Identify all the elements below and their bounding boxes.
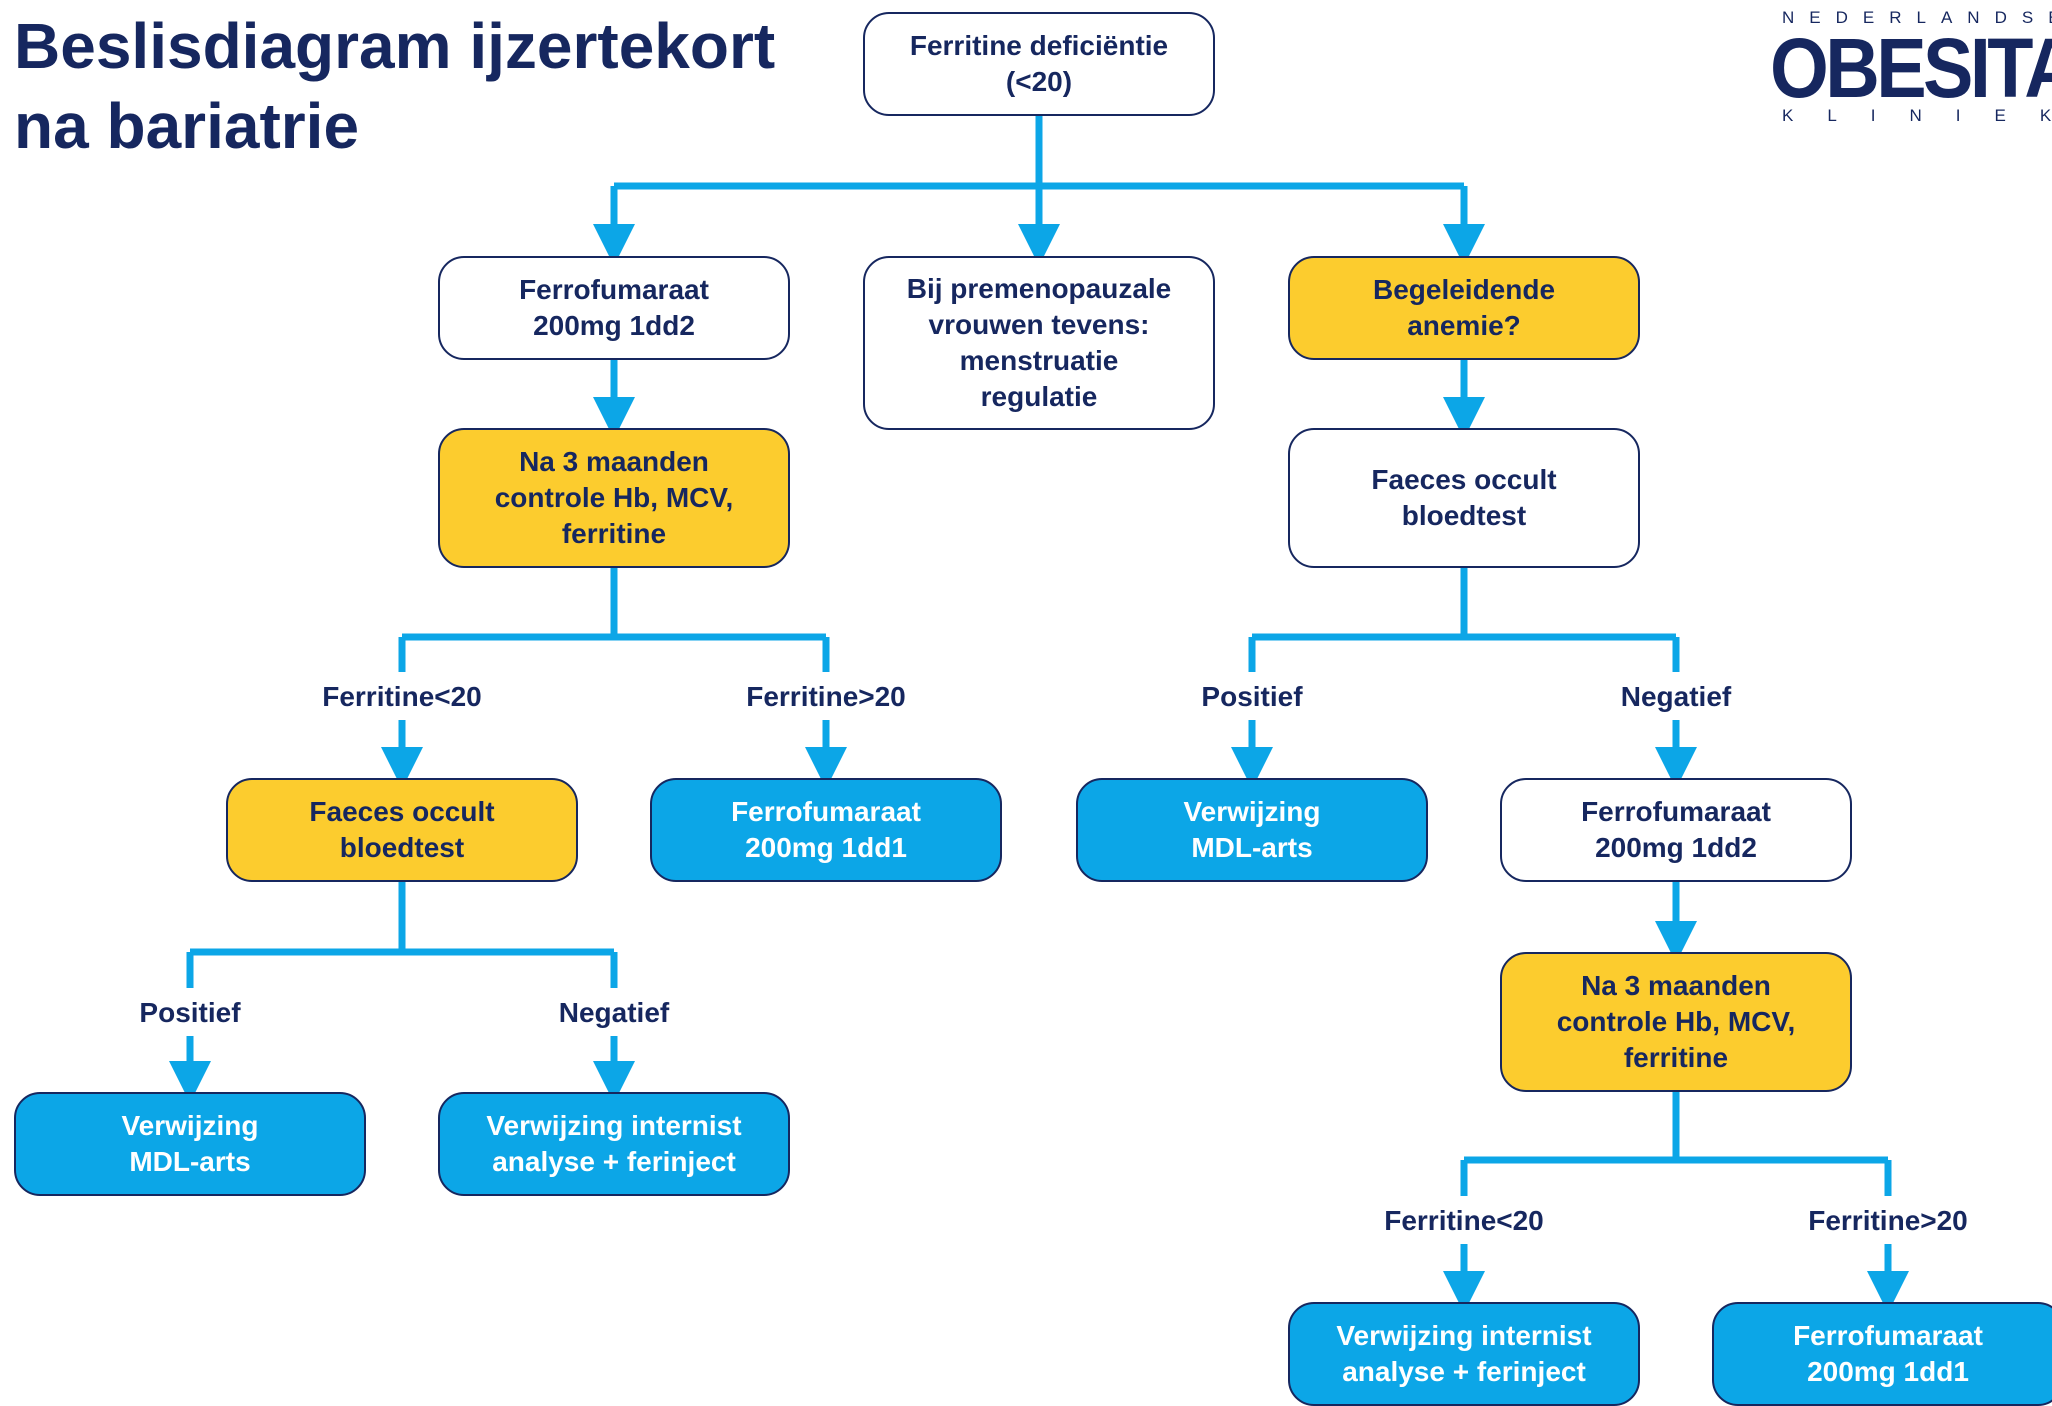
- logo-top-text: NEDERLANDSE: [1782, 8, 2052, 27]
- logo-main-text: OBESITAS: [1770, 21, 2052, 115]
- node-verwijzing-mdl-right: Verwijzing MDL-arts: [1076, 778, 1428, 882]
- connector-controle-right: [1460, 1090, 1892, 1196]
- label-negatief-right: Negatief: [1620, 681, 1732, 712]
- node-controle-left: Na 3 maanden controle Hb, MCV, ferritine: [438, 428, 790, 568]
- node-verwijzing-internist-right: Verwijzing internist analyse + ferinject: [1288, 1302, 1640, 1406]
- node-ferrofumaraat-1dd1-left: Ferrofumaraat 200mg 1dd1: [650, 778, 1002, 882]
- node-faeces-right: Faeces occult bloedtest: [1288, 428, 1640, 568]
- node-ferrofumaraat-1dd1-right: Ferrofumaraat 200mg 1dd1: [1712, 1302, 2052, 1406]
- node-ferrofumaraat-1dd2-start: Ferrofumaraat 200mg 1dd2: [438, 256, 790, 360]
- page-title: Beslisdiagram ijzertekort na bariatrie: [14, 10, 776, 162]
- node-verwijzing-mdl-left: Verwijzing MDL-arts: [14, 1092, 366, 1196]
- node-faeces-left: Faeces occult bloedtest: [226, 778, 578, 882]
- logo-bottom-text: KLINIEK: [1782, 106, 2051, 125]
- node-begeleidende-anemie: Begeleidende anemie?: [1288, 256, 1640, 360]
- node-controle-right: Na 3 maanden controle Hb, MCV, ferritine: [1500, 952, 1852, 1092]
- label-positief-left: Positief: [139, 997, 241, 1028]
- label-ferritine-gt20-right: Ferritine>20: [1808, 1205, 1968, 1236]
- obesitas-kliniek-logo: NEDERLANDSE OBESITAS KLINIEK: [1760, 8, 2052, 130]
- connector-faeces-right: [1248, 566, 1680, 672]
- node-premenopauzale: Bij premenopauzale vrouwen tevens: menst…: [863, 256, 1215, 430]
- label-ferritine-gt20-left: Ferritine>20: [746, 681, 906, 712]
- label-ferritine-lt20-right: Ferritine<20: [1384, 1205, 1544, 1236]
- node-ferritine-deficientie: Ferritine deficiëntie (<20): [863, 12, 1215, 116]
- connector-controle-left: [398, 566, 830, 672]
- connector-faeces-left: [186, 882, 618, 988]
- label-negatief-left: Negatief: [558, 997, 670, 1028]
- node-verwijzing-internist-left: Verwijzing internist analyse + ferinject: [438, 1092, 790, 1196]
- label-positief-right: Positief: [1201, 681, 1303, 712]
- connector-root: [614, 114, 1464, 190]
- node-ferrofumaraat-1dd2-right: Ferrofumaraat 200mg 1dd2: [1500, 778, 1852, 882]
- label-ferritine-lt20-left: Ferritine<20: [322, 681, 482, 712]
